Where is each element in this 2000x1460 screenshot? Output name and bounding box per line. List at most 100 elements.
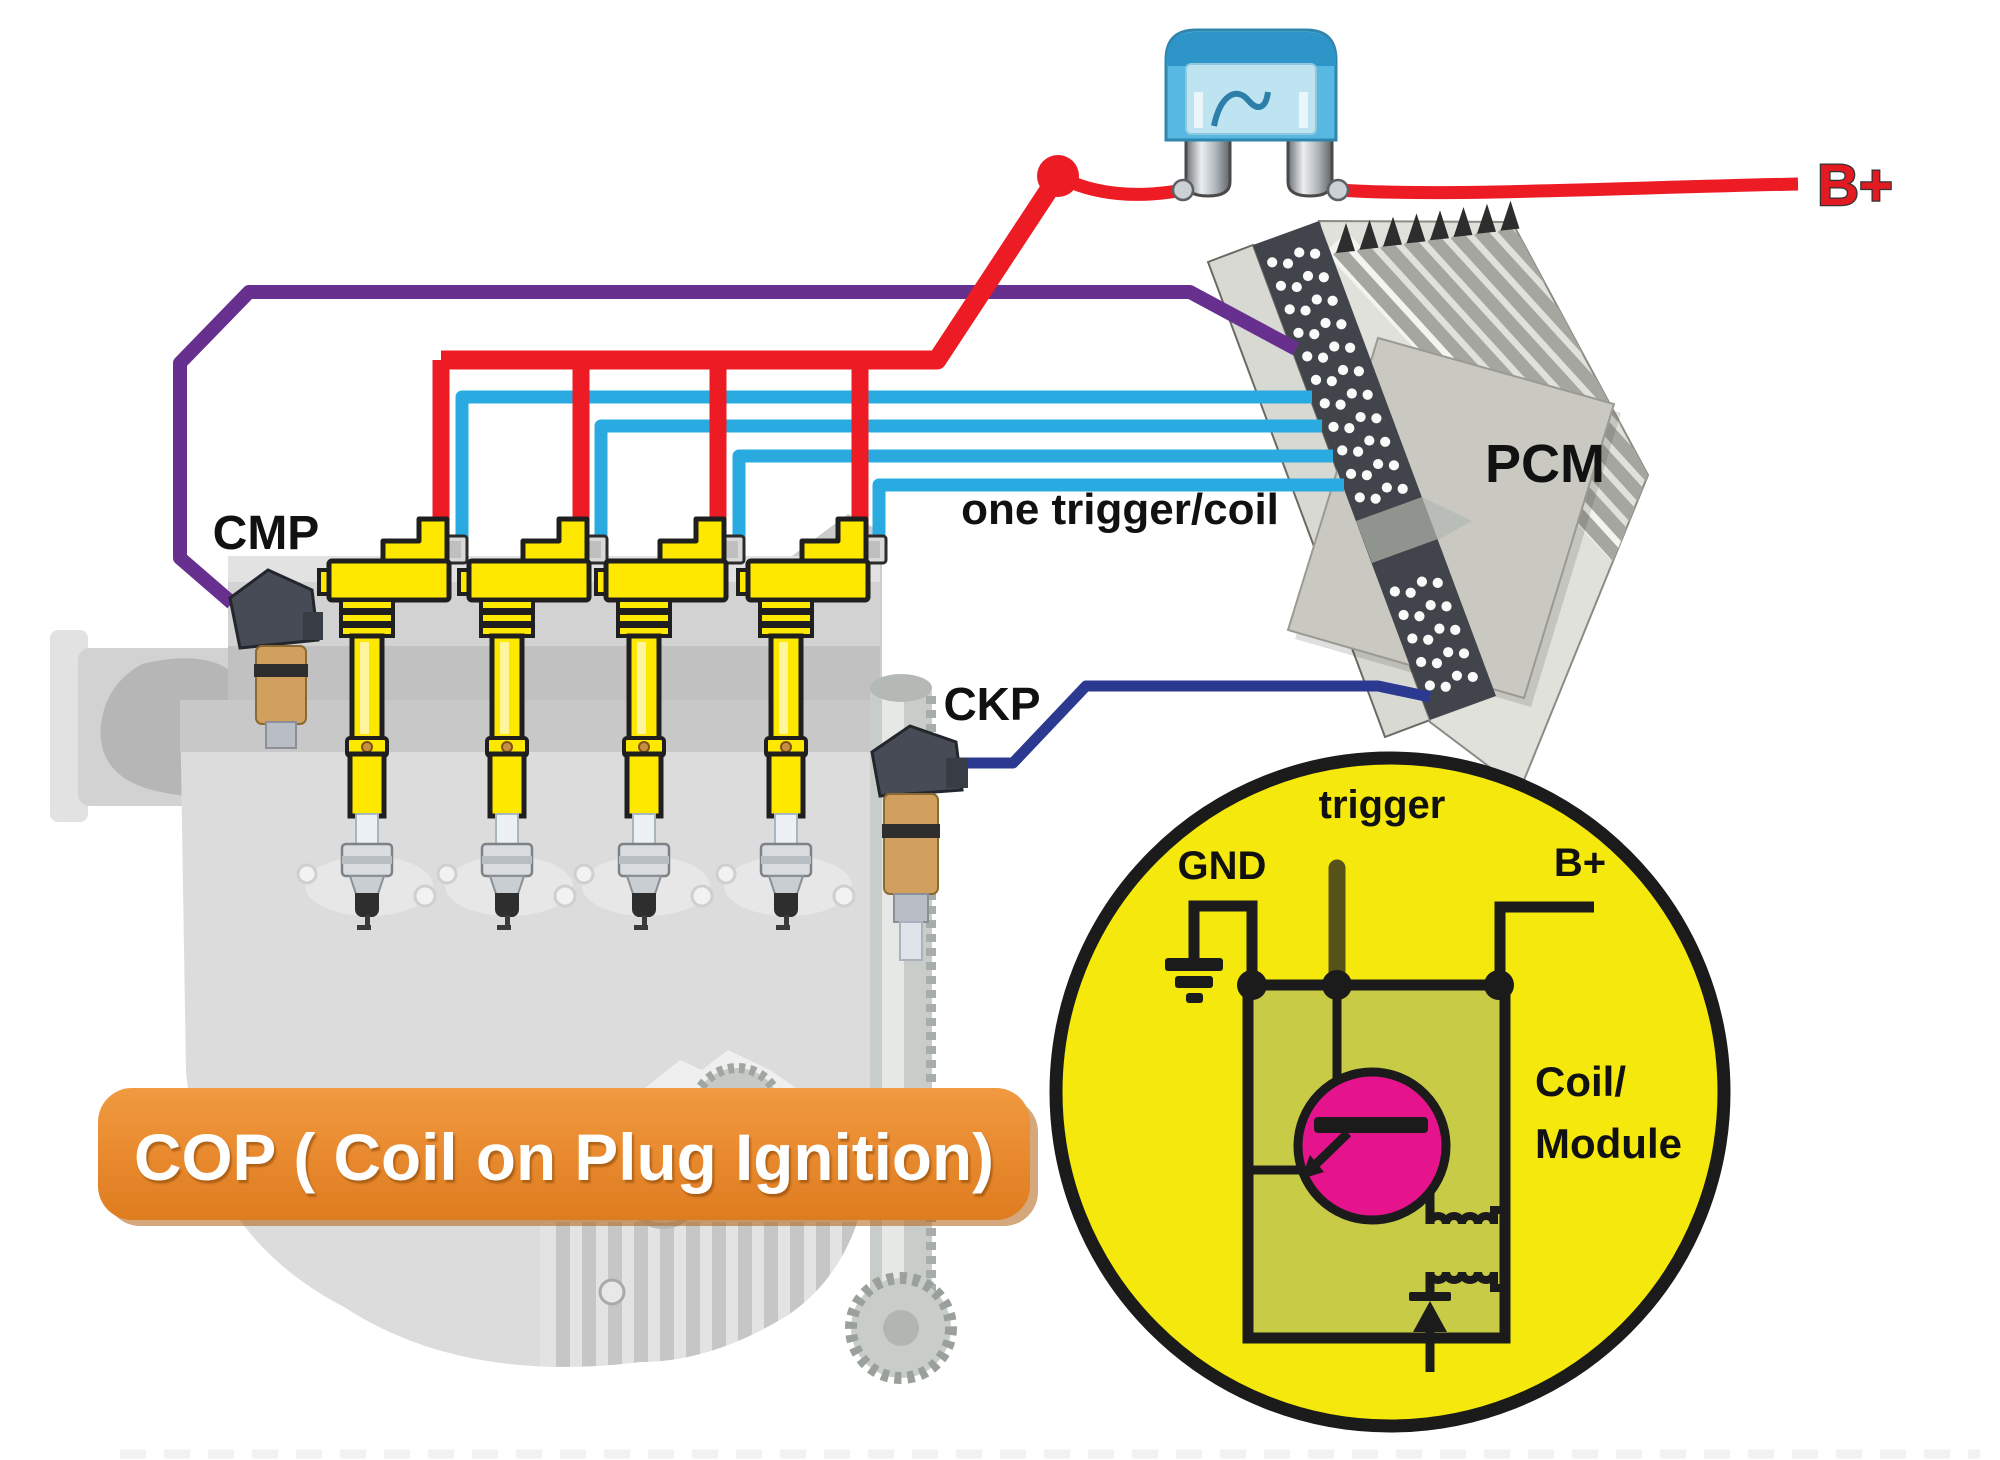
connector-pin-hole <box>1282 258 1294 269</box>
connector-pin-hole <box>1302 351 1313 362</box>
gnd-junction-dot <box>1237 970 1267 1000</box>
heatsink-spikes <box>1336 200 1520 253</box>
plug-electrode <box>784 915 789 929</box>
banner: COP ( Coil on Plug Ignition) <box>98 1088 1038 1226</box>
fin-spike <box>1477 203 1496 234</box>
coil-shaft-highlight <box>637 642 646 734</box>
trigger-note-label: one trigger/coil <box>961 485 1279 534</box>
coil-boot <box>766 751 806 819</box>
ignition-coil <box>736 516 888 930</box>
connector-pin-hole <box>1345 468 1357 480</box>
connector-pin-hole <box>1354 492 1365 503</box>
connector-pin-hole <box>1337 364 1349 376</box>
pan-rib <box>764 1222 778 1367</box>
pcm-module: PCM <box>1206 200 1650 792</box>
fin-spike <box>1359 219 1379 250</box>
connector-pin-hole <box>1317 352 1329 363</box>
trigger-wire-1 <box>455 390 1312 556</box>
plug-insulator <box>774 813 798 847</box>
belt-tooth <box>926 710 936 718</box>
connector-pin-hole <box>1431 658 1443 669</box>
connector-pin-hole <box>1300 305 1311 316</box>
connector-pin-hole <box>1440 681 1451 692</box>
ckp-sensor-tip <box>893 893 929 923</box>
fin-spike <box>1383 216 1402 247</box>
connector-pin-hole <box>1309 248 1321 259</box>
cmp-sensor <box>228 568 323 749</box>
boss-bolt <box>413 884 437 908</box>
inset-trigger-label: trigger <box>1319 783 1446 827</box>
coil-top-block <box>520 516 590 566</box>
coil-rib <box>339 611 395 625</box>
coil-spring <box>780 741 792 753</box>
plug-electrode <box>365 915 370 929</box>
secondary-to-rail <box>1490 1272 1503 1292</box>
pan-rib <box>556 1222 570 1367</box>
coil-flange <box>466 558 592 603</box>
boss-bolt <box>715 863 737 885</box>
ignition-coil <box>457 516 609 930</box>
connector-pin-hole <box>1310 374 1322 385</box>
coil-shaft-highlight <box>500 642 509 734</box>
belt-tooth <box>926 1046 936 1054</box>
boss-bolt <box>690 884 714 908</box>
belt-tooth <box>926 920 936 928</box>
coil-module-inset: trigger GND B+ Coil/ Module <box>1049 751 1731 1433</box>
plug-electrode-hook <box>357 925 371 930</box>
coil-boot <box>624 751 664 819</box>
connector-pin-hole <box>1326 376 1337 387</box>
cmp-sleeve-oring <box>254 664 308 677</box>
pan-rib <box>686 1222 700 1367</box>
connector-pin-hole <box>1388 460 1400 471</box>
ignition-coil <box>594 516 746 930</box>
trigger-wires <box>455 390 1344 556</box>
connector-pin-hole <box>1302 270 1314 282</box>
coil-spring <box>501 741 513 753</box>
coil-rib <box>339 598 395 612</box>
connector-pin-hole <box>1361 470 1372 481</box>
connector-pin-hole <box>1372 458 1384 470</box>
trigger-wire-2 <box>594 419 1322 556</box>
inset-gnd-wire <box>1188 900 1258 985</box>
connector-pin-hole <box>1380 436 1391 447</box>
plug-taper <box>348 875 386 895</box>
connector-pin-hole <box>1424 680 1435 691</box>
coil-top-block <box>380 516 450 566</box>
pan-rib <box>582 1222 596 1367</box>
connector-pin-hole <box>1389 586 1400 597</box>
connector-pin-hole <box>1294 247 1305 258</box>
banner-title: COP ( Coil on Plug Ignition) <box>134 1120 994 1194</box>
ckp-sensor-probe <box>899 921 923 961</box>
coil-spring <box>361 741 373 753</box>
plug-taper <box>625 875 663 895</box>
coil-secondary-winding <box>1426 1271 1498 1284</box>
fin-spike <box>1500 200 1520 231</box>
emitter-arrowhead <box>1301 1155 1324 1179</box>
boss-bolt <box>573 863 595 885</box>
plug-tip <box>632 893 656 917</box>
connector-pin-hole <box>1327 295 1338 306</box>
trigger-wire-4 <box>872 478 1344 556</box>
b-plus-label: B+ <box>1817 153 1893 218</box>
trigger-junction-dot <box>1322 970 1352 1000</box>
cmp-sensor-nub <box>303 612 323 640</box>
plug-tip <box>355 893 379 917</box>
connector-pin-hole <box>1320 317 1331 329</box>
boss-bolt <box>832 884 856 908</box>
connector-pin-hole <box>1284 304 1295 315</box>
belt-tooth <box>926 1242 936 1250</box>
cmp-sensor-sleeve <box>255 645 307 725</box>
fuse-terminal-ball-right <box>1326 178 1350 202</box>
inset-bplus-label: B+ <box>1554 841 1606 885</box>
pan-rib <box>738 1222 752 1367</box>
coil-boot <box>487 751 527 819</box>
plug-electrode <box>642 915 647 929</box>
connector-tab <box>1422 497 1472 540</box>
transistor-icon <box>1293 1067 1451 1225</box>
cmp-label: CMP <box>213 507 320 560</box>
connector-pin-hole <box>1451 670 1463 681</box>
belt-tooth <box>926 696 936 704</box>
connector-pin-hole <box>1364 435 1375 446</box>
connector-pin-hole <box>1370 493 1381 504</box>
